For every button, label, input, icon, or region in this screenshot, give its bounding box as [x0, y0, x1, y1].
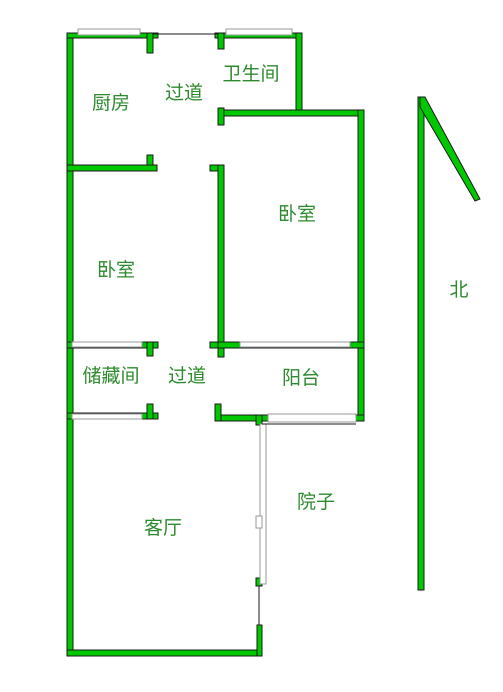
- north-label: 北: [449, 279, 468, 301]
- label-bedroom-left: 卧室: [97, 259, 135, 281]
- wall-storage-right-top: [146, 341, 154, 357]
- wall-bathroom-right: [295, 32, 303, 114]
- openings: [153, 33, 356, 625]
- wall-balcony-left-bottom: [214, 403, 222, 422]
- window-living-yard: [259, 423, 267, 585]
- label-living-room: 客厅: [144, 517, 182, 539]
- wall-storage-right-bottom: [146, 403, 154, 420]
- label-corridor-top: 过道: [165, 82, 203, 104]
- label-yard: 院子: [297, 491, 335, 513]
- wall-living-right-top: [255, 414, 263, 426]
- window-bathroom: [225, 28, 293, 36]
- window-balcony-bottom: [267, 413, 357, 423]
- wall-outer-bottom: [66, 649, 263, 657]
- wall-kitchen-bottom: [66, 164, 158, 172]
- wall-outer-right: [357, 109, 365, 422]
- window-storage-top: [71, 341, 143, 348]
- room-labels: 厨房 过道 卫生间 卧室 卧室 储藏间 过道 阳台 院子 客厅: [82, 63, 335, 539]
- label-corridor-mid: 过道: [168, 365, 206, 387]
- wall-bathroom-left-top: [217, 32, 225, 50]
- wall-bedroom-top: [217, 109, 365, 117]
- label-bedroom-right: 卧室: [278, 203, 316, 225]
- label-kitchen: 厨房: [92, 92, 130, 114]
- window-kitchen: [77, 28, 141, 36]
- label-storage: 储藏间: [82, 365, 139, 387]
- window-living-yard-mid: [255, 515, 263, 529]
- north-arrow-shaft: [417, 96, 425, 591]
- wall-bedroom-left: [217, 164, 225, 358]
- wall-living-right-foot: [256, 624, 263, 657]
- wall-kitchen-right-top: [146, 32, 154, 54]
- wall-bathroom-left-bottom: [217, 107, 225, 126]
- north-arrow-head: [419, 96, 481, 202]
- window-storage-bottom: [71, 413, 143, 420]
- label-balcony: 阳台: [282, 367, 320, 389]
- windows: [71, 28, 357, 585]
- north-arrow-icon: [417, 96, 481, 591]
- window-balcony-top: [239, 341, 351, 348]
- label-bathroom: 卫生间: [222, 63, 279, 85]
